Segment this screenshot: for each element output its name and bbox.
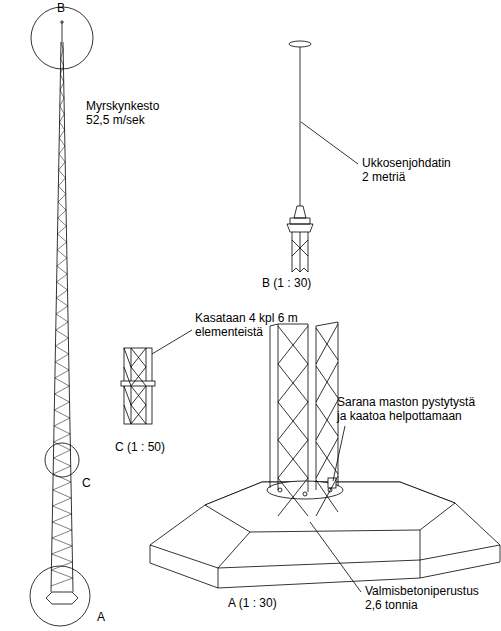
part-label: Valmisbetoniperustus 2,6 tonnia (365, 584, 483, 612)
mast-foundation (46, 592, 78, 604)
mast-base-detail (267, 322, 343, 516)
detail-title: A (1 : 30) (228, 596, 277, 610)
detail-callout: C (82, 476, 91, 490)
concrete-foundation (150, 482, 500, 588)
rod-tip (61, 21, 63, 23)
lattice-mast (51, 42, 73, 592)
lightning-rod (62, 22, 63, 42)
lightning-rod-detail (287, 41, 313, 272)
detail-circle (45, 443, 79, 477)
detail-callout: B (57, 1, 65, 15)
detail-circle (30, 566, 90, 626)
detail-callout: A (97, 610, 105, 624)
detail-title: B (1 : 30) (262, 276, 311, 290)
mast-section-detail (121, 348, 155, 424)
part-label: Sarana maston pystytystä ja kaatoa helpo… (337, 395, 480, 423)
part-label: Ukkosenjohdatin 2 metriä (362, 156, 455, 184)
wind-rating: Myrskynkesto 52,5 m/sek (86, 99, 164, 127)
assembly-note: Kasataan 4 kpl 6 m elementeistä (195, 311, 310, 339)
detail-circle (31, 7, 93, 69)
detail-title: C (1 : 50) (115, 440, 165, 454)
leader-line (152, 122, 361, 592)
